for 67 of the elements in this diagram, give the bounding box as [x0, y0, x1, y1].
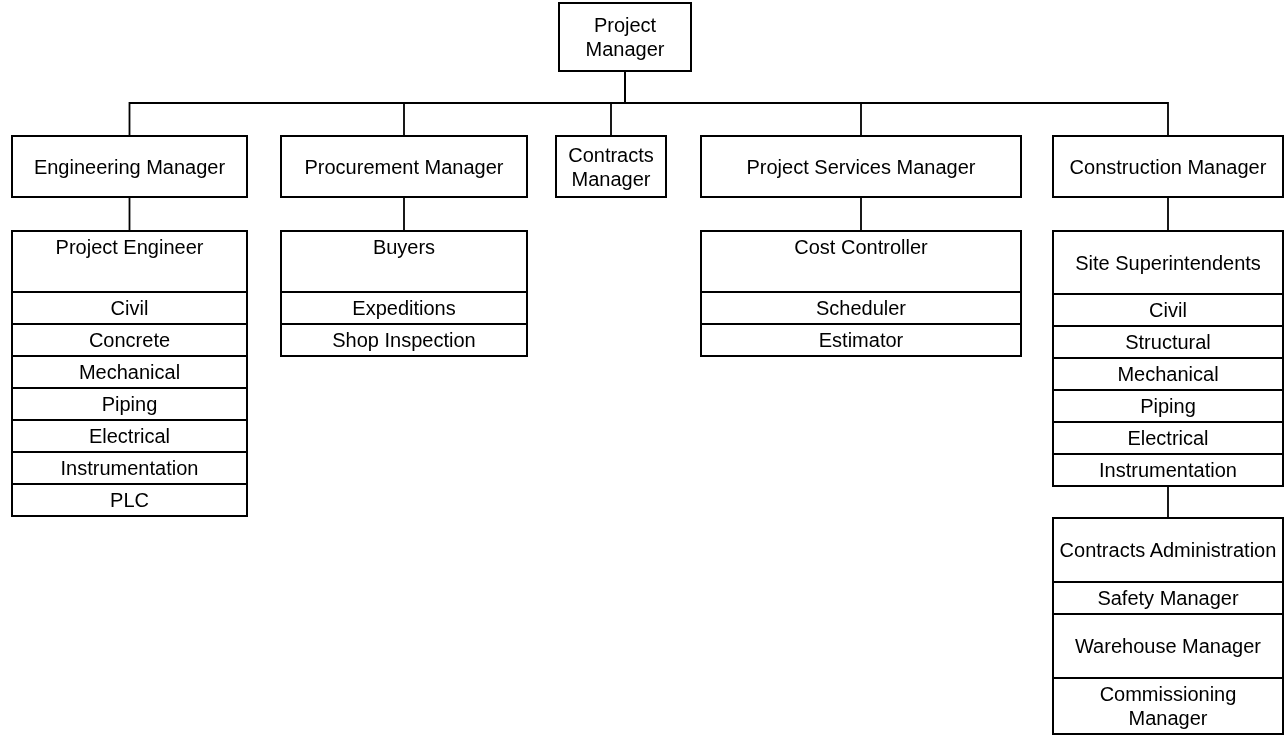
role-label: Contracts Manager: [567, 142, 655, 191]
org-chart-box: [555, 135, 667, 198]
role-label: Shop Inspection: [331, 328, 477, 352]
role-label: Structural: [1124, 330, 1212, 354]
role-label: Instrumentation: [1098, 458, 1238, 482]
org-chart-box: [1052, 325, 1284, 359]
role-label: Construction Manager: [1068, 154, 1268, 179]
org-chart-box: [1052, 293, 1284, 327]
org-chart-box: [11, 135, 248, 198]
org-chart-box: [280, 323, 528, 357]
role-label: Cost Controller: [793, 235, 929, 259]
role-label: Expeditions: [351, 296, 457, 320]
org-chart-box: [280, 291, 528, 325]
org-chart-box: [1052, 613, 1284, 679]
org-chart-box: [1052, 389, 1284, 423]
org-chart-box: [11, 230, 248, 293]
role-label: Project Engineer: [54, 235, 205, 259]
org-chart-box: [1052, 517, 1284, 583]
org-chart-box: [1052, 357, 1284, 391]
org-chart-box: [1052, 230, 1284, 295]
org-chart-box: [11, 355, 248, 389]
org-chart-box: [11, 419, 248, 453]
role-label: Commissioning Manager: [1098, 682, 1238, 730]
role-label: Mechanical: [77, 360, 182, 384]
role-label: Estimator: [817, 328, 905, 352]
role-label: Site Superintendents: [1074, 250, 1262, 275]
org-chart-box: [1052, 421, 1284, 455]
role-label: Concrete: [87, 328, 172, 352]
connector-line: [860, 197, 862, 231]
org-chart-box: [280, 135, 528, 198]
role-label: Safety Manager: [1096, 586, 1240, 610]
connector-line: [403, 197, 405, 231]
role-label: Piping: [100, 392, 159, 416]
org-chart-box: [11, 451, 248, 485]
org-chart-box: [700, 323, 1022, 357]
role-label: Contracts Administration: [1058, 538, 1278, 562]
role-label: Piping: [1139, 394, 1197, 418]
org-chart-box: [11, 291, 248, 325]
role-label: Warehouse Manager: [1074, 634, 1262, 658]
org-chart-box: [700, 135, 1022, 198]
org-chart-box: [700, 230, 1022, 293]
org-chart-box: [1052, 581, 1284, 615]
org-chart-box: [1052, 453, 1284, 487]
role-label: Electrical: [1126, 426, 1210, 450]
role-label: Civil: [109, 296, 150, 320]
role-label: Electrical: [87, 424, 172, 448]
org-chart-box: [1052, 135, 1284, 198]
role-label: Mechanical: [1116, 362, 1220, 386]
org-chart-box: [280, 230, 528, 293]
role-label: Project Manager: [584, 13, 666, 61]
role-label: Project Services Manager: [745, 154, 977, 179]
org-chart-box: [11, 323, 248, 357]
role-label: Buyers: [371, 235, 437, 259]
role-label: Civil: [1148, 298, 1188, 322]
org-chart-box: [11, 483, 248, 517]
org-chart-box: [11, 387, 248, 421]
role-label: Instrumentation: [59, 456, 200, 480]
connector-line: [128, 197, 131, 231]
org-chart-box: [558, 2, 692, 72]
org-chart-box: [1052, 677, 1284, 735]
connector-line: [1167, 486, 1169, 518]
org-chart-box: [700, 291, 1022, 325]
role-label: Engineering Manager: [32, 154, 227, 179]
role-label: Procurement Manager: [303, 154, 505, 179]
role-label: Scheduler: [814, 296, 908, 320]
role-label: PLC: [109, 488, 150, 512]
connector-line: [1167, 197, 1169, 231]
